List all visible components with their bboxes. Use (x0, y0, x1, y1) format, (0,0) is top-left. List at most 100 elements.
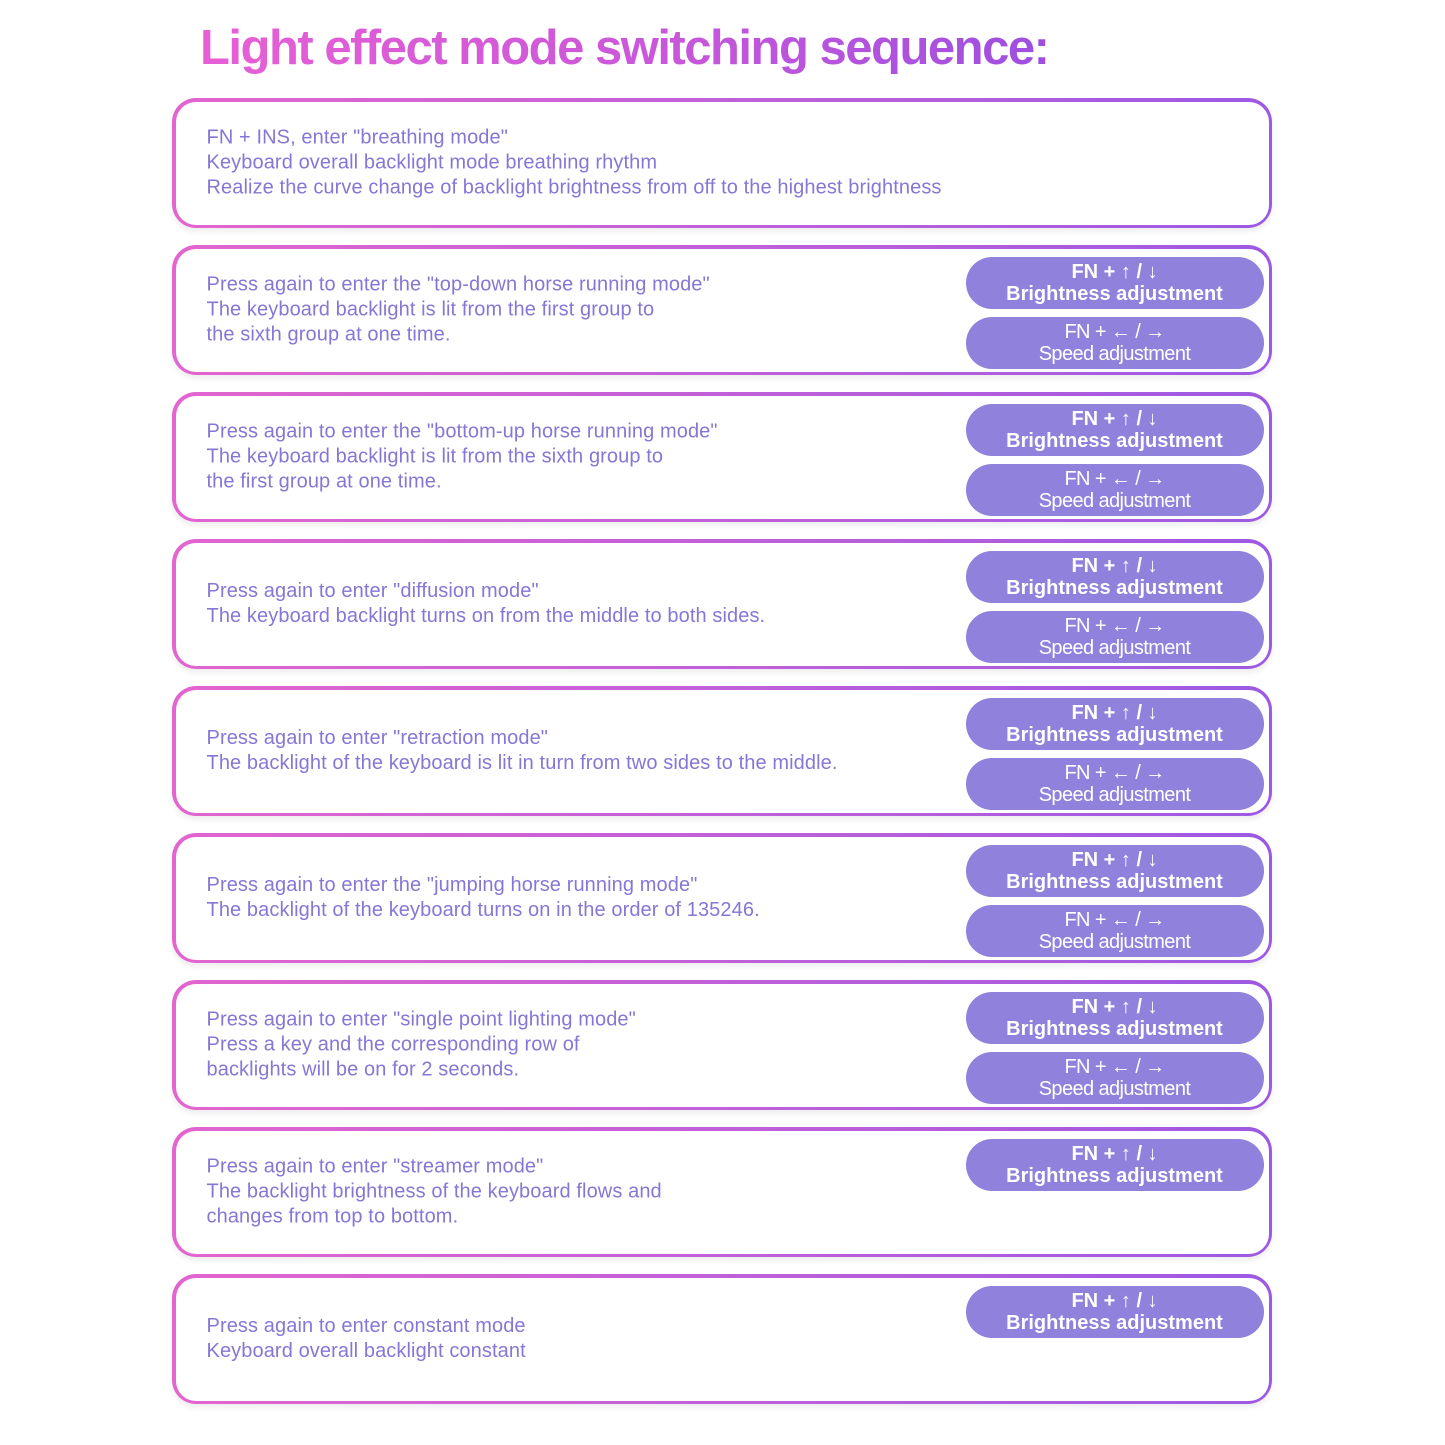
mode-line: The keyboard backlight is lit from the s… (206, 445, 664, 468)
brightness-shortcut-pill: FN + ↑ / ↓ Brightness adjustment (965, 991, 1264, 1044)
mode-line: Press a key and the corresponding row of (206, 1033, 580, 1056)
shortcut-pills: FN + ↑ / ↓ Brightness adjustment FN + ← … (965, 844, 1264, 957)
mode-description: FN + INS, enter "breathing mode" Keyboar… (207, 126, 942, 201)
mode-box-top-down-horse-running: Press again to enter the "top-down horse… (172, 245, 1272, 375)
shortcut-pills: FN + ↑ / ↓ Brightness adjustment (965, 1285, 1264, 1338)
mode-description: Press again to enter "streamer mode" The… (207, 1155, 662, 1230)
mode-box-inner: Press again to enter "retraction mode" T… (175, 689, 1269, 813)
speed-shortcut-pill: FN + ← / → Speed adjustment (965, 1051, 1264, 1104)
mode-box-diffusion: Press again to enter "diffusion mode" Th… (172, 539, 1272, 669)
brightness-keys: FN + ↑ / ↓ (1071, 554, 1158, 577)
mode-description: Press again to enter the "jumping horse … (207, 873, 760, 923)
mode-line: Keyboard overall backlight constant (206, 1340, 526, 1362)
mode-box-inner: FN + INS, enter "breathing mode" Keyboar… (175, 101, 1269, 225)
brightness-keys: FN + ↑ / ↓ (1071, 260, 1158, 283)
mode-box-bottom-up-horse-running: Press again to enter the "bottom-up hors… (172, 392, 1272, 522)
brightness-label: Brightness adjustment (1006, 576, 1223, 599)
brightness-shortcut-pill: FN + ↑ / ↓ Brightness adjustment (965, 403, 1264, 456)
mode-box-inner: Press again to enter "diffusion mode" Th… (175, 542, 1269, 666)
mode-box-inner: Press again to enter the "jumping horse … (175, 836, 1269, 960)
brightness-shortcut-pill: FN + ↑ / ↓ Brightness adjustment (965, 550, 1264, 603)
mode-description: Press again to enter the "bottom-up hors… (207, 420, 718, 495)
mode-line: backlights will be on for 2 seconds. (206, 1058, 520, 1081)
brightness-label: Brightness adjustment (1006, 1311, 1223, 1334)
brightness-label: Brightness adjustment (1006, 723, 1223, 746)
speed-label: Speed adjustment (1038, 930, 1191, 953)
mode-line: changes from top to bottom. (206, 1205, 459, 1228)
mode-line: The backlight brightness of the keyboard… (206, 1180, 662, 1203)
mode-box-jumping-horse-running: Press again to enter the "jumping horse … (172, 833, 1272, 963)
speed-keys: FN + ← / → (1064, 614, 1165, 637)
shortcut-pills: FN + ↑ / ↓ Brightness adjustment (965, 1138, 1264, 1191)
speed-keys: FN + ← / → (1064, 908, 1165, 931)
speed-keys: FN + ← / → (1064, 1055, 1165, 1078)
brightness-label: Brightness adjustment (1006, 429, 1223, 452)
speed-shortcut-pill: FN + ← / → Speed adjustment (965, 904, 1264, 957)
mode-line: The backlight of the keyboard turns on i… (206, 899, 760, 921)
mode-description: Press again to enter "single point light… (207, 1008, 636, 1083)
mode-line: Press again to enter "retraction mode" (206, 727, 549, 749)
shortcut-pills: FN + ↑ / ↓ Brightness adjustment FN + ← … (965, 550, 1264, 663)
mode-line: the first group at one time. (206, 470, 442, 493)
mode-line: Press again to enter "streamer mode" (206, 1155, 544, 1178)
shortcut-pills: FN + ↑ / ↓ Brightness adjustment FN + ← … (965, 403, 1264, 516)
speed-shortcut-pill: FN + ← / → Speed adjustment (965, 757, 1264, 810)
speed-label: Speed adjustment (1038, 489, 1191, 512)
mode-box-inner: Press again to enter the "bottom-up hors… (175, 395, 1269, 519)
speed-keys: FN + ← / → (1064, 761, 1165, 784)
mode-box-inner: Press again to enter "streamer mode" The… (175, 1130, 1269, 1254)
mode-line: Realize the curve change of backlight br… (206, 176, 942, 199)
brightness-keys: FN + ↑ / ↓ (1071, 1142, 1158, 1165)
brightness-keys: FN + ↑ / ↓ (1071, 1289, 1158, 1312)
speed-shortcut-pill: FN + ← / → Speed adjustment (965, 316, 1264, 369)
mode-box-constant: Press again to enter constant mode Keybo… (172, 1274, 1272, 1404)
brightness-shortcut-pill: FN + ↑ / ↓ Brightness adjustment (965, 844, 1264, 897)
speed-label: Speed adjustment (1038, 342, 1191, 365)
mode-line: the sixth group at one time. (206, 323, 451, 346)
mode-line: The keyboard backlight turns on from the… (206, 605, 766, 627)
mode-box-inner: Press again to enter "single point light… (175, 983, 1269, 1107)
brightness-shortcut-pill: FN + ↑ / ↓ Brightness adjustment (965, 1285, 1264, 1338)
speed-shortcut-pill: FN + ← / → Speed adjustment (965, 463, 1264, 516)
shortcut-pills: FN + ↑ / ↓ Brightness adjustment FN + ← … (965, 256, 1264, 369)
mode-line: Press again to enter the "top-down horse… (206, 273, 710, 296)
mode-line: Press again to enter the "bottom-up hors… (206, 420, 718, 443)
speed-label: Speed adjustment (1038, 783, 1191, 806)
brightness-keys: FN + ↑ / ↓ (1071, 407, 1158, 430)
brightness-label: Brightness adjustment (1006, 870, 1223, 893)
mode-list: FN + INS, enter "breathing mode" Keyboar… (172, 98, 1272, 1421)
mode-line: Keyboard overall backlight mode breathin… (206, 151, 658, 174)
speed-keys: FN + ← / → (1064, 467, 1165, 490)
mode-description: Press again to enter "diffusion mode" Th… (207, 579, 766, 629)
speed-shortcut-pill: FN + ← / → Speed adjustment (965, 610, 1264, 663)
brightness-shortcut-pill: FN + ↑ / ↓ Brightness adjustment (965, 1138, 1264, 1191)
mode-line: Press again to enter "diffusion mode" (206, 580, 539, 602)
brightness-label: Brightness adjustment (1006, 282, 1223, 305)
mode-line: Press again to enter constant mode (206, 1315, 526, 1337)
mode-line: Press again to enter the "jumping horse … (206, 874, 698, 896)
mode-description: Press again to enter "retraction mode" T… (207, 726, 838, 776)
brightness-label: Brightness adjustment (1006, 1164, 1223, 1187)
speed-label: Speed adjustment (1038, 1077, 1191, 1100)
mode-box-streamer: Press again to enter "streamer mode" The… (172, 1127, 1272, 1257)
mode-line: Press again to enter "single point light… (206, 1008, 636, 1031)
shortcut-pills: FN + ↑ / ↓ Brightness adjustment FN + ← … (965, 697, 1264, 810)
mode-box-retraction: Press again to enter "retraction mode" T… (172, 686, 1272, 816)
brightness-keys: FN + ↑ / ↓ (1071, 995, 1158, 1018)
speed-label: Speed adjustment (1038, 636, 1191, 659)
brightness-label: Brightness adjustment (1006, 1017, 1223, 1040)
mode-description: Press again to enter constant mode Keybo… (207, 1314, 526, 1364)
speed-keys: FN + ← / → (1064, 320, 1165, 343)
shortcut-pills: FN + ↑ / ↓ Brightness adjustment FN + ← … (965, 991, 1264, 1104)
mode-box-single-point-lighting: Press again to enter "single point light… (172, 980, 1272, 1110)
mode-description: Press again to enter the "top-down horse… (207, 273, 710, 348)
brightness-keys: FN + ↑ / ↓ (1071, 701, 1158, 724)
mode-box-inner: Press again to enter constant mode Keybo… (175, 1277, 1269, 1401)
mode-line: The backlight of the keyboard is lit in … (206, 752, 838, 774)
mode-box-breathing: FN + INS, enter "breathing mode" Keyboar… (172, 98, 1272, 228)
brightness-shortcut-pill: FN + ↑ / ↓ Brightness adjustment (965, 697, 1264, 750)
mode-box-inner: Press again to enter the "top-down horse… (175, 248, 1269, 372)
page-title: Light effect mode switching sequence: (200, 21, 1050, 75)
mode-line: The keyboard backlight is lit from the f… (206, 298, 655, 321)
